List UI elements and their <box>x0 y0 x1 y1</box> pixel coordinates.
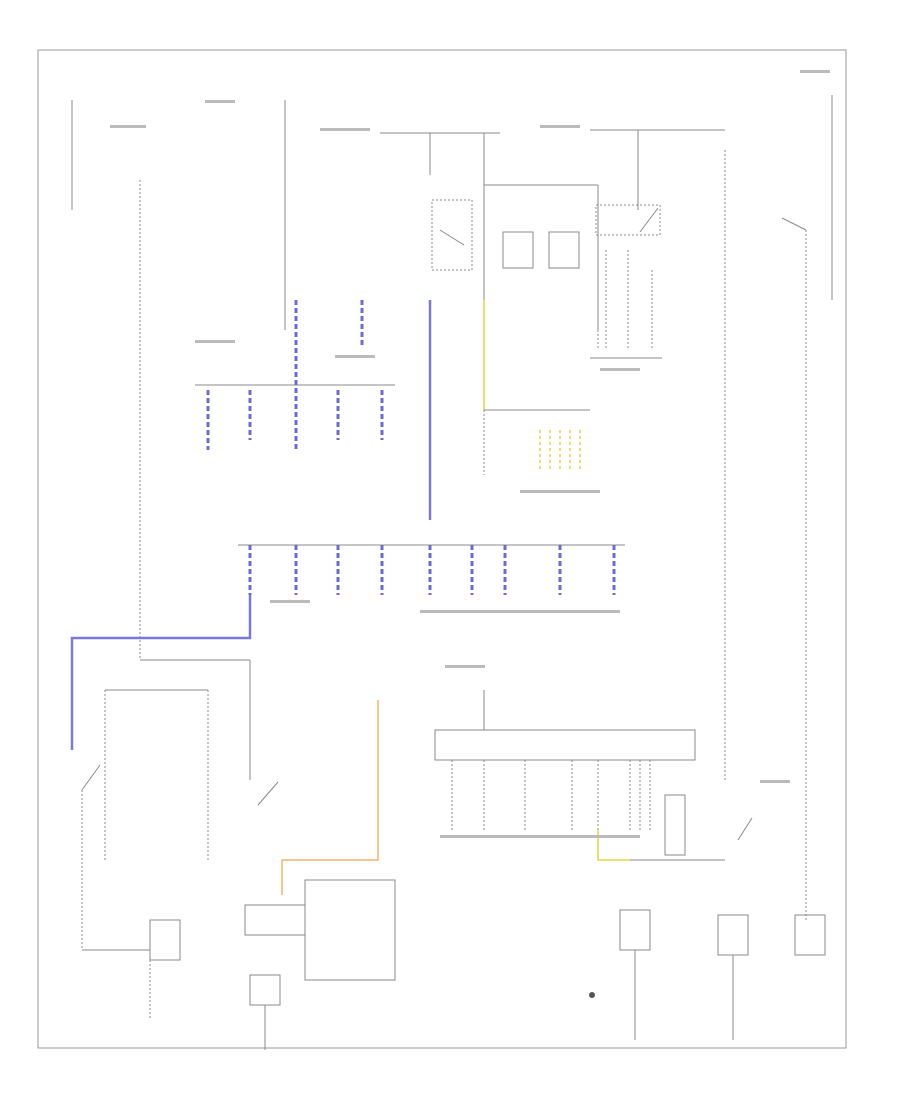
lower-junction-drops <box>451 760 651 830</box>
switch-lower-1 <box>81 764 101 791</box>
middle-bus-drops <box>248 545 616 595</box>
blue-lower-left <box>70 595 252 750</box>
ground-point <box>589 992 595 998</box>
switch-top <box>439 229 465 246</box>
right-feed-3 <box>781 217 807 231</box>
relay-a <box>502 231 534 269</box>
bottom-module-a <box>619 909 651 951</box>
diagram-border <box>37 49 847 1049</box>
lower-junction-module <box>664 794 686 856</box>
lower-junction <box>434 729 696 761</box>
yellow-connector-grid <box>539 430 581 470</box>
relay-right <box>595 204 661 236</box>
bottom-module-b <box>717 914 749 956</box>
lower-right-yellow <box>597 830 630 861</box>
lower-module-a <box>244 904 306 936</box>
lower-left-module <box>149 919 181 961</box>
relay-right-contact <box>639 207 659 233</box>
switch-lower-2 <box>257 781 279 806</box>
relay-b <box>548 231 580 269</box>
switch-lower-3 <box>737 817 753 841</box>
lower-module-b <box>304 879 396 981</box>
label-marks <box>110 70 830 838</box>
orange-wire <box>281 700 379 895</box>
lower-module-c <box>249 974 281 1006</box>
bottom-module-c <box>794 914 826 956</box>
switch-top-body <box>431 199 473 271</box>
